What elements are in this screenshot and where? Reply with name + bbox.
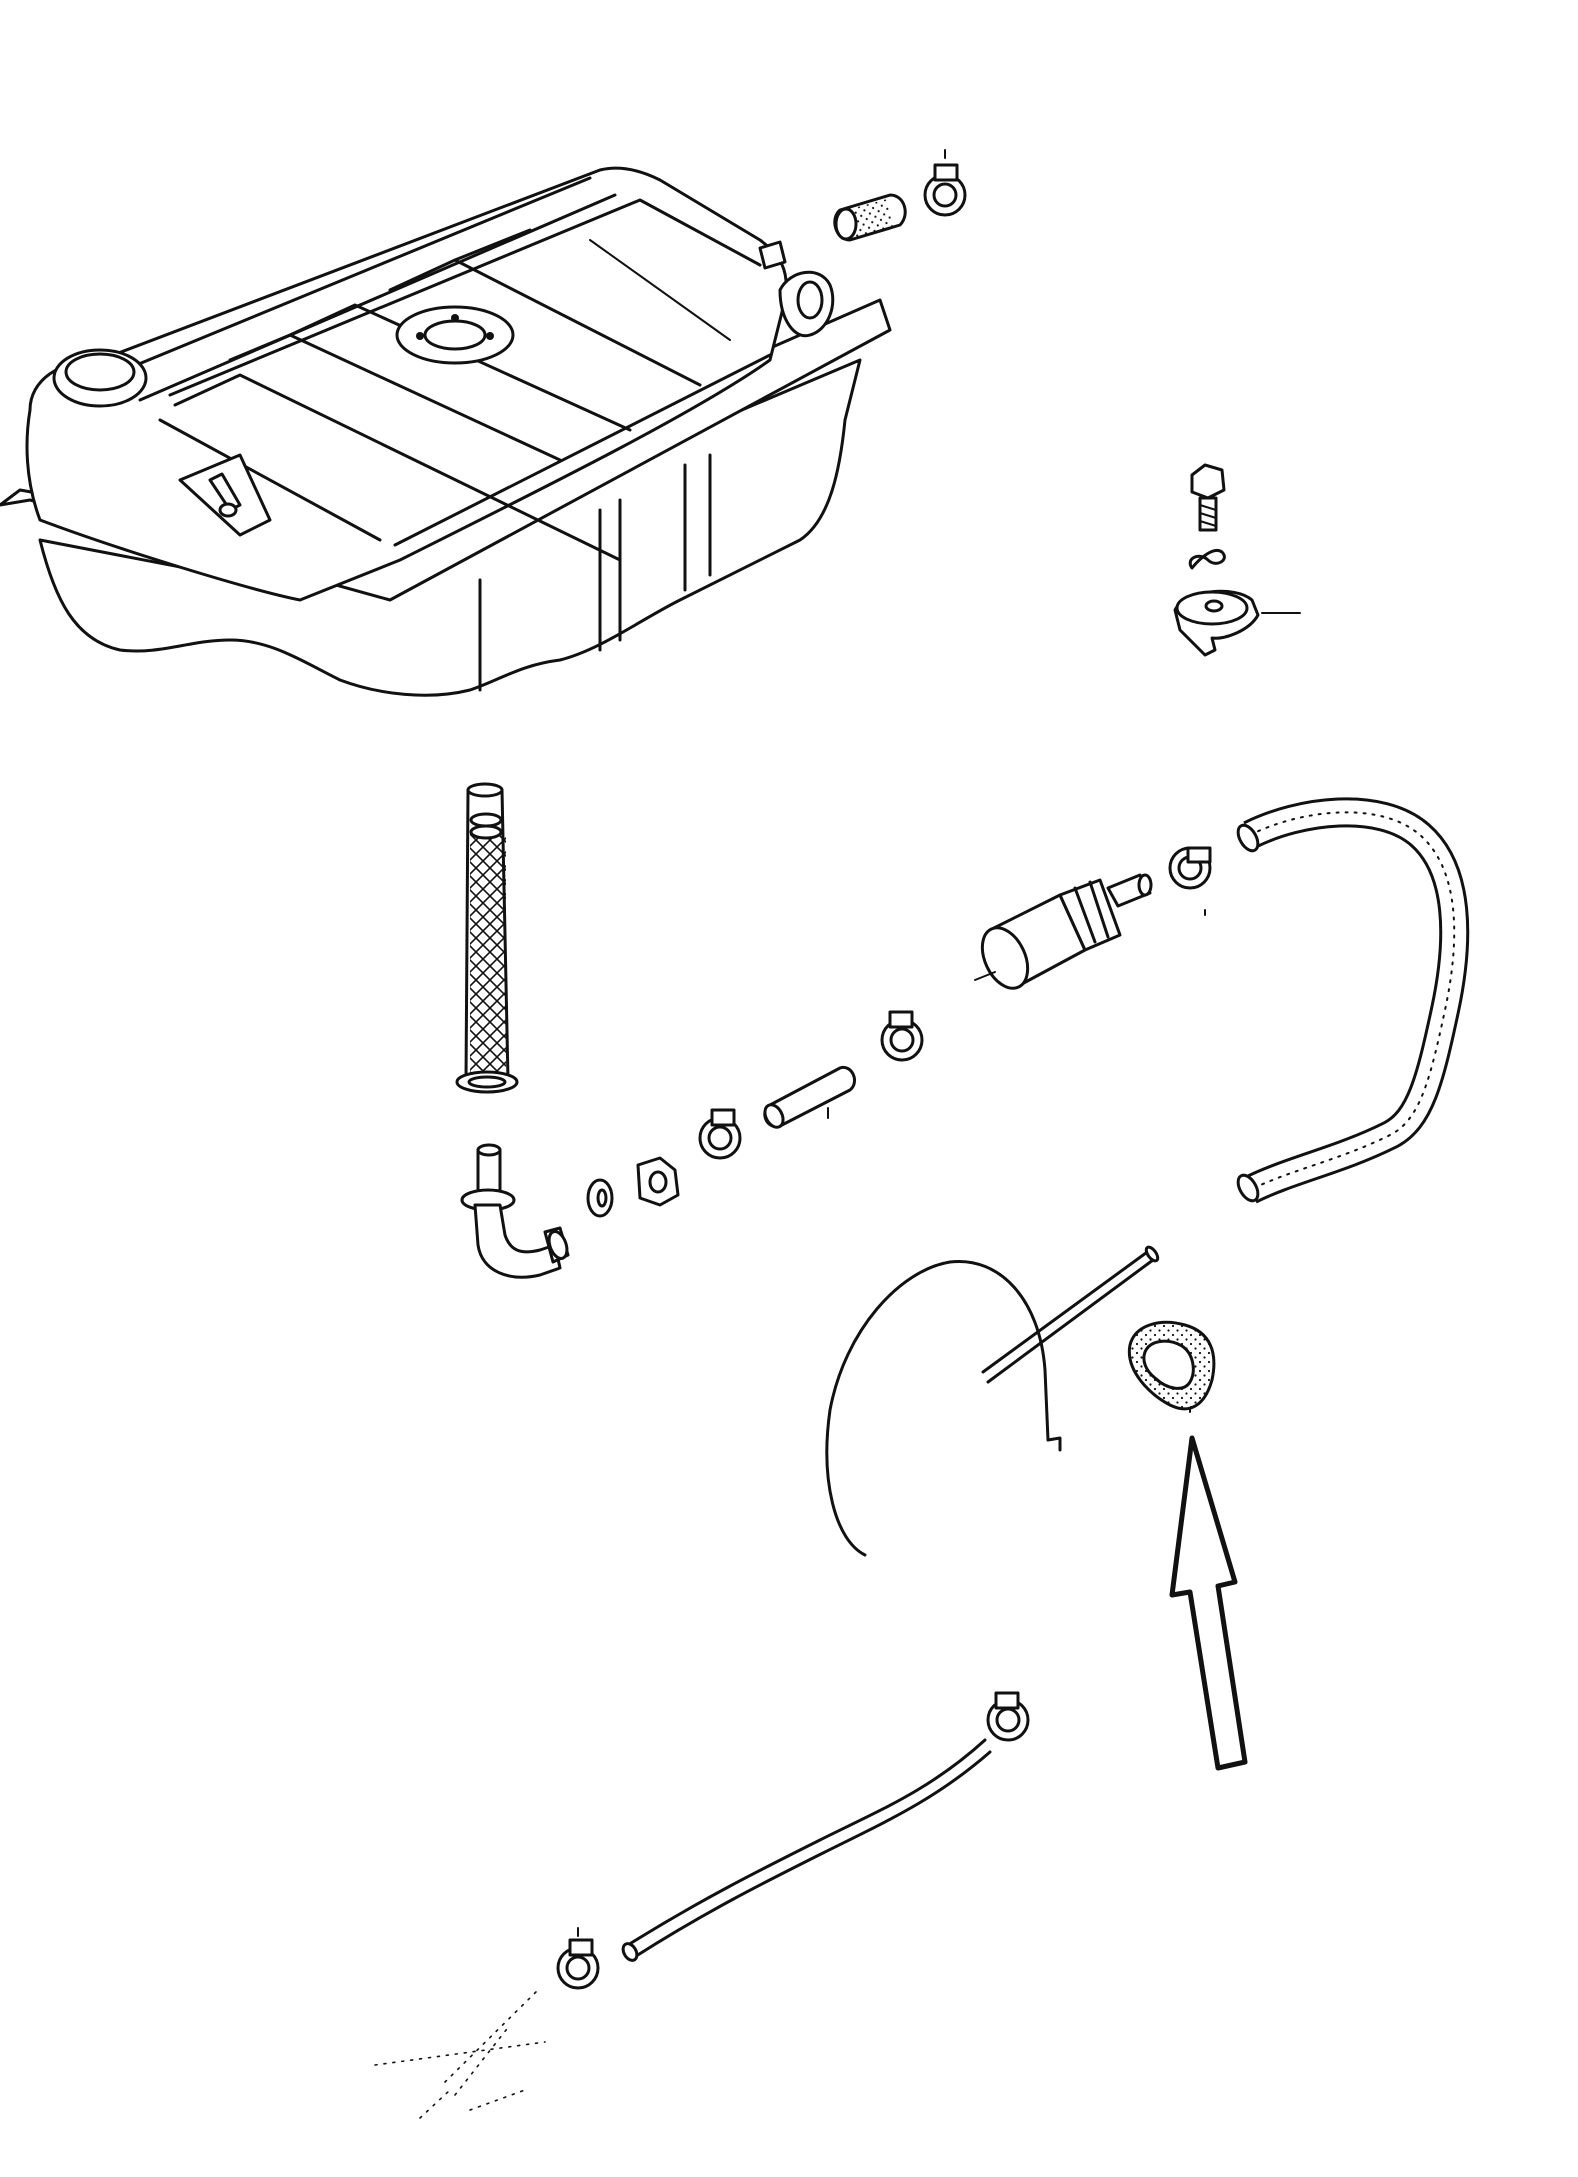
phantom-connection <box>374 1987 546 2119</box>
fuel-line <box>621 1738 992 1962</box>
hose-clamp <box>698 1108 742 1160</box>
mounting-bracket <box>1173 589 1301 657</box>
hose-clamp <box>556 1927 600 1990</box>
hose-clamp <box>986 1691 1030 1742</box>
hose-connector <box>833 193 907 242</box>
fuel-filter <box>974 873 1153 990</box>
fuel-line <box>981 1245 1160 1384</box>
indicator-arrow <box>1169 1435 1248 1771</box>
washer <box>586 1178 614 1218</box>
fuel-hose <box>1236 797 1470 1204</box>
hose-clamp <box>923 149 967 217</box>
nut <box>636 1156 680 1207</box>
elbow-fitting <box>460 1143 570 1279</box>
lock-washer <box>1188 549 1226 570</box>
hose-clamp <box>1168 846 1212 916</box>
bolt <box>1190 463 1226 532</box>
wheel-arch-panel <box>825 1259 1062 1557</box>
rubber-grommet <box>1127 1320 1216 1413</box>
fuel-filter-strainer <box>455 782 519 1094</box>
fuel-tank <box>0 166 892 697</box>
hose-clamp <box>880 1010 924 1062</box>
hose-connector <box>763 1065 856 1129</box>
